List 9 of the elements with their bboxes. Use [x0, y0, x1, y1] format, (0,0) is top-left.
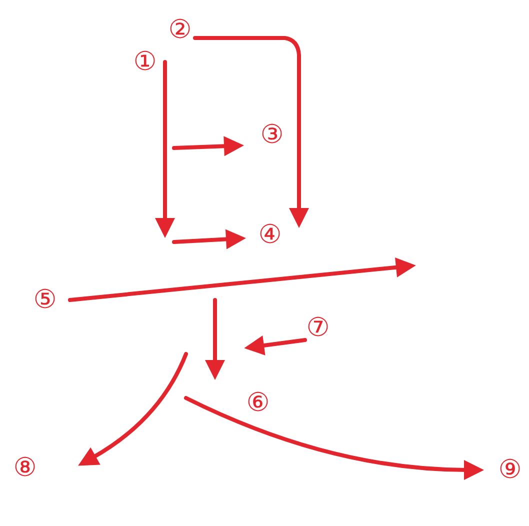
stroke-number: ⑤: [33, 287, 57, 313]
stroke-number: ③: [260, 122, 284, 148]
stroke-number: ⑨: [498, 457, 522, 483]
stroke-number: ⑥: [246, 390, 270, 416]
stroke-number: ⑦: [306, 315, 330, 341]
stroke-number: ⑧: [13, 455, 37, 481]
stroke-number: ②: [168, 17, 192, 43]
stroke-number: ④: [258, 222, 282, 248]
stroke-number: ①: [133, 49, 157, 75]
